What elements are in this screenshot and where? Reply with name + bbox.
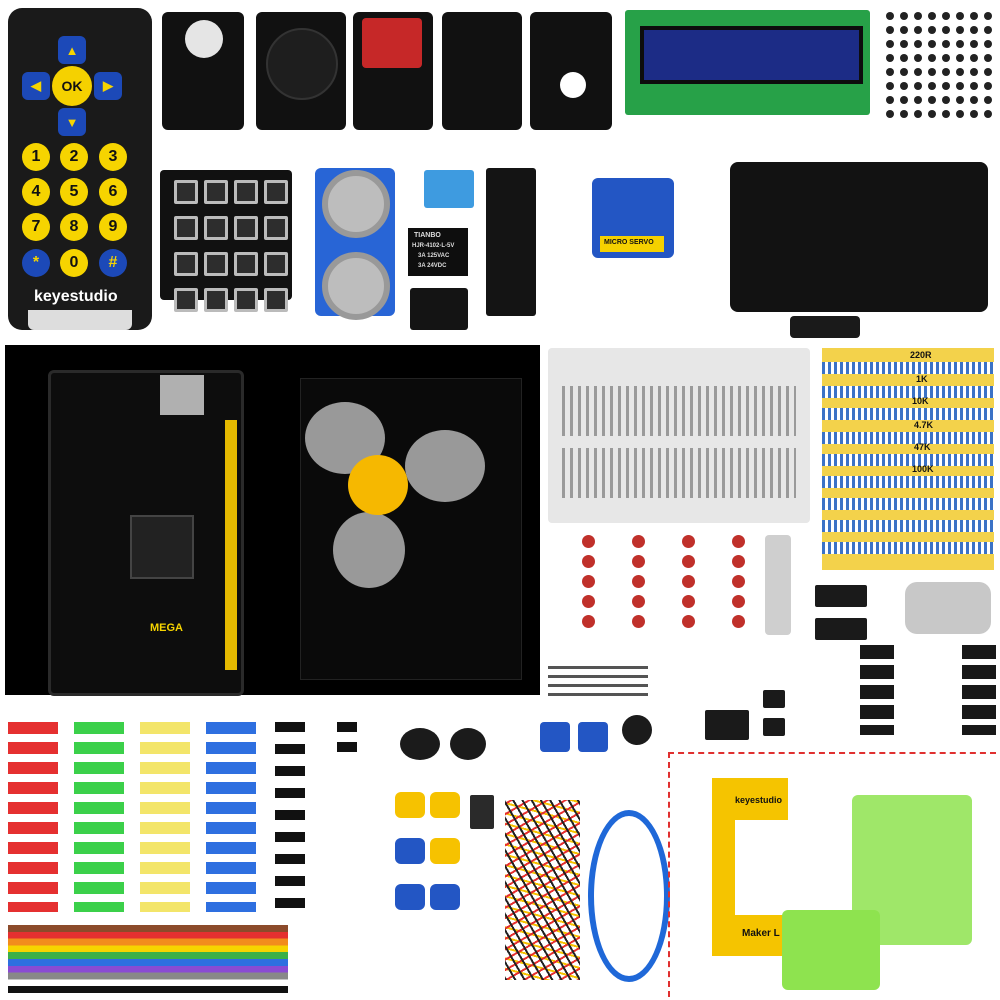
resistor-label-4-7k: 4.7K	[914, 420, 934, 430]
yellow-button-3	[430, 838, 460, 864]
remote-key-star: *	[22, 249, 50, 277]
electrolytic-capacitors	[705, 710, 749, 740]
box-maker-label: Maker L	[742, 928, 780, 939]
passive-buzzer	[450, 728, 486, 760]
fan-hub	[348, 455, 408, 515]
blue-leds	[206, 722, 256, 912]
four-digit-seven-segment	[486, 168, 536, 316]
remote-key-0: 0	[60, 249, 88, 277]
transistors-a	[275, 722, 305, 912]
voltage-regulator	[470, 795, 494, 829]
remote-key-3: 3	[99, 143, 127, 171]
dht11-sensor	[424, 170, 474, 208]
resistor-label-10k: 10K	[912, 396, 929, 406]
buzzer-components-b	[962, 645, 996, 735]
breadboard-jumper-wires	[505, 800, 580, 980]
kit-box-window	[735, 820, 795, 915]
battery-holder	[730, 162, 988, 312]
mcu-chip	[130, 515, 194, 579]
relay-rating-1: 3A 125VAC	[418, 253, 450, 259]
remote-brand-label: keyestudio	[34, 288, 118, 305]
relay-rating-2: 3A 24VDC	[418, 263, 447, 269]
ic-chip-1	[815, 585, 867, 607]
remote-key-8: 8	[60, 213, 88, 241]
remote-key-6: 6	[99, 178, 127, 206]
remote-key-hash: #	[99, 249, 127, 277]
blue-button-2	[395, 884, 425, 910]
yellow-button-1	[395, 792, 425, 818]
servo-sticker	[600, 236, 664, 252]
fan-blade-3	[333, 512, 405, 588]
diodes	[548, 660, 648, 700]
transistors-b	[337, 722, 357, 762]
remote-left-icon: ◀	[22, 72, 50, 100]
breadboard	[548, 348, 810, 523]
rotary-potentiometer	[765, 535, 791, 635]
remote-key-9: 9	[99, 213, 127, 241]
remote-key-2: 2	[60, 143, 88, 171]
yellow-leds	[140, 722, 190, 912]
usb-port	[160, 375, 204, 415]
remote-down-icon: ▼	[58, 108, 86, 136]
steam-sensor-pad	[362, 18, 422, 68]
ceramic-capacitors	[582, 535, 752, 645]
blue-button-3	[430, 884, 460, 910]
remote-key-4: 4	[22, 178, 50, 206]
box-brand-label: keyestudio	[735, 795, 783, 805]
resistor-label-100k: 100K	[912, 464, 934, 474]
resistor-label-1k: 1K	[916, 374, 928, 384]
trim-pot-2	[578, 722, 608, 752]
lcd-screen	[640, 26, 863, 84]
section-divider-vertical	[668, 752, 670, 997]
led-dot-matrix	[882, 8, 994, 120]
active-buzzer	[400, 728, 440, 760]
remote-key-1: 1	[22, 143, 50, 171]
ic-chip-2	[815, 618, 867, 640]
servo-label: MICRO SERVO	[604, 239, 654, 246]
blue-button-1	[395, 838, 425, 864]
resistor-pack: 220R 1K 10K 4.7K 47K 100K	[822, 348, 994, 570]
green-leds	[74, 722, 124, 912]
ic-chip-4	[763, 718, 785, 736]
trim-pot-1	[540, 722, 570, 752]
red-leds	[8, 722, 58, 912]
relay-model-label: HJR-4102-L-5V	[412, 243, 455, 249]
remote-key-7: 7	[22, 213, 50, 241]
dc-motor	[905, 582, 991, 634]
arduino-mega-label: MEGA	[150, 622, 183, 634]
pir-dome	[185, 20, 223, 58]
relay-brand-label: TIANBO	[414, 232, 441, 239]
yellow-button-2	[430, 792, 460, 818]
remote-key-5: 5	[60, 178, 88, 206]
remote-up-icon: ▲	[58, 36, 86, 64]
joystick-cap	[266, 28, 338, 100]
storage-case-closed	[782, 910, 880, 990]
ultrasonic-transmitter	[322, 170, 390, 238]
buzzer-components-a	[860, 645, 894, 735]
section-divider-horizontal	[668, 752, 996, 754]
photo-sensor-module	[530, 12, 612, 130]
ultrasonic-receiver	[322, 252, 390, 320]
ic-chip-3	[763, 690, 785, 708]
fan-blade-2	[405, 430, 485, 502]
remote-tip	[28, 310, 132, 330]
mount-hole	[560, 72, 586, 98]
usb-cable	[588, 810, 670, 982]
remote-right-icon: ▶	[94, 72, 122, 100]
remote-ok-key: OK	[52, 66, 92, 106]
microphone	[622, 715, 652, 745]
resistor-label-220r: 220R	[910, 350, 932, 360]
dc-jack-plug	[790, 316, 860, 338]
matrix-keypad-module	[160, 170, 292, 312]
jumper-wire-ribbon	[8, 925, 288, 993]
header-pins	[225, 420, 237, 670]
resistor-label-47k: 47K	[914, 442, 931, 452]
relay-component	[408, 228, 468, 276]
ir-receiver-module	[442, 12, 522, 130]
single-seven-segment	[410, 288, 468, 330]
